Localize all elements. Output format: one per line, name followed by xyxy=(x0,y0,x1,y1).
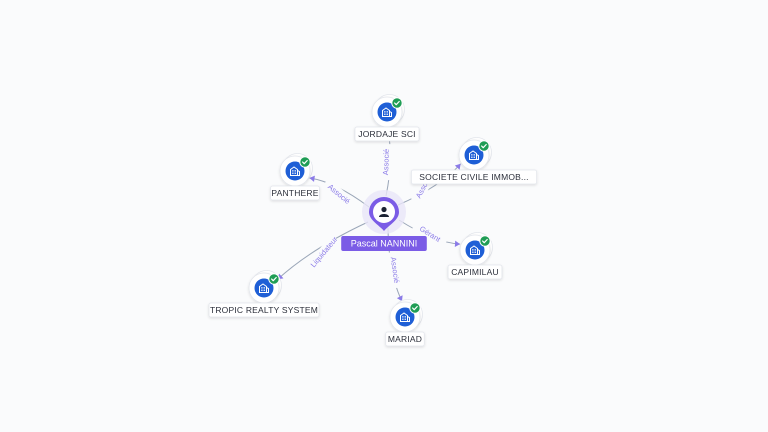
check-badge-icon xyxy=(479,235,491,247)
company-name: MARIAD xyxy=(388,334,422,344)
person-icon xyxy=(379,206,389,217)
edge-arrow-icon xyxy=(309,175,315,182)
company-label: PANTHERE xyxy=(270,185,320,201)
center-name: Pascal NANNINI xyxy=(351,239,418,249)
nodes-layer: JORDAJE SCI SOCIETE CIVILE IMMOB... PANTHE… xyxy=(208,94,538,347)
company-label-bg xyxy=(208,302,320,318)
building-icon xyxy=(382,107,392,117)
building-icon xyxy=(400,312,410,322)
check-badge-icon xyxy=(409,302,421,314)
edge-label-bg xyxy=(379,143,393,181)
check-badge-icon xyxy=(391,97,403,109)
company-label-bg xyxy=(410,169,538,185)
company-node-capimilau[interactable]: CAPIMILAU xyxy=(447,232,503,280)
company-label: CAPIMILAU xyxy=(447,264,503,280)
company-name: TROPIC REALTY SYSTEM xyxy=(210,305,318,315)
company-name: PANTHERE xyxy=(271,188,318,198)
company-label-bg xyxy=(385,331,425,347)
edge-line xyxy=(277,221,369,280)
company-node-mariad[interactable]: MARIAD xyxy=(385,299,425,347)
center-label-bg xyxy=(341,236,427,251)
edge-mariad: Associé xyxy=(387,227,403,302)
edge-label-bg xyxy=(387,251,403,289)
building-icon xyxy=(259,283,269,293)
company-node-jordaje-sci[interactable]: JORDAJE SCI xyxy=(354,94,420,142)
company-node-tropic-realty[interactable]: TROPIC REALTY SYSTEM xyxy=(208,270,320,318)
company-label: SOCIETE CIVILE IMMOB... xyxy=(410,169,538,185)
edge-label-bg xyxy=(412,220,448,248)
edge-arrow-icon xyxy=(454,163,461,170)
company-node-panthere[interactable]: PANTHERE xyxy=(270,153,320,201)
edge-label: Associé xyxy=(389,256,402,283)
company-node-societe-civile[interactable]: SOCIETE CIVILE IMMOB... xyxy=(410,137,538,185)
company-label: MARIAD xyxy=(385,331,425,347)
building-icon xyxy=(290,166,300,176)
building-icon xyxy=(470,245,480,255)
company-label-bg xyxy=(447,264,503,280)
company-name: CAPIMILAU xyxy=(451,267,499,277)
edge-line xyxy=(397,163,462,206)
company-name: SOCIETE CIVILE IMMOB... xyxy=(419,172,528,182)
company-label-bg xyxy=(270,185,320,201)
company-name: JORDAJE SCI xyxy=(358,129,415,139)
edge-arrow-icon xyxy=(454,240,461,247)
center-node[interactable]: Pascal NANNINI xyxy=(341,190,427,251)
company-label-bg xyxy=(354,126,420,142)
edge-label-bg xyxy=(309,235,339,269)
edge-label: Associé xyxy=(381,149,391,176)
edge-arrow-icon xyxy=(396,295,403,302)
edge-label-bg xyxy=(322,179,356,209)
company-label: TROPIC REALTY SYSTEM xyxy=(208,302,320,318)
building-icon xyxy=(469,150,479,160)
check-badge-icon xyxy=(299,156,311,168)
edge-label: Associé xyxy=(326,182,352,206)
company-label: JORDAJE SCI xyxy=(354,126,420,142)
check-badge-icon xyxy=(478,140,490,152)
check-badge-icon xyxy=(268,273,280,285)
